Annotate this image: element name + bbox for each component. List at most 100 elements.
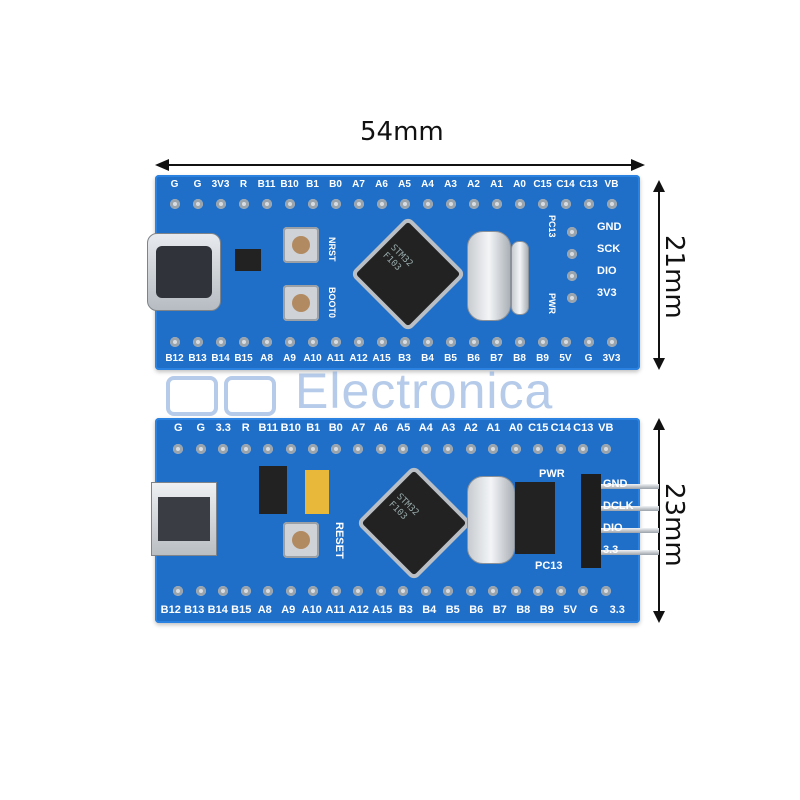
pin-pad bbox=[563, 225, 581, 239]
pin-label: A6 bbox=[375, 179, 388, 190]
pin-pad bbox=[347, 442, 370, 456]
top-pwr-label: PWR bbox=[547, 293, 557, 314]
pin-pad bbox=[347, 197, 370, 211]
pin-pad bbox=[531, 335, 554, 349]
pin-label: B5 bbox=[445, 604, 460, 616]
swd-pin-label: GND bbox=[597, 221, 622, 233]
pin-pad bbox=[167, 584, 190, 598]
pin-label: B5 bbox=[444, 353, 457, 364]
boot0-button bbox=[283, 285, 319, 321]
pin-label: A11 bbox=[326, 353, 345, 364]
swd-header-block bbox=[581, 474, 601, 568]
pin-label: B13 bbox=[188, 353, 207, 364]
pin-pad bbox=[572, 442, 595, 456]
pin-label: B14 bbox=[207, 604, 228, 616]
pin-pad bbox=[190, 584, 213, 598]
pin-pad bbox=[347, 335, 370, 349]
pin-pad bbox=[600, 335, 623, 349]
pin-pad bbox=[595, 442, 618, 456]
swd-pin-label: SCK bbox=[597, 243, 621, 255]
pin-label: A3 bbox=[444, 179, 457, 190]
pin-label: B8 bbox=[513, 353, 526, 364]
pin-label: A10 bbox=[303, 353, 322, 364]
voltage-regulator bbox=[235, 249, 261, 271]
pin-label: R bbox=[241, 422, 250, 434]
pin-label: A7 bbox=[352, 179, 365, 190]
pin-pad bbox=[255, 335, 278, 349]
pin-label: A15 bbox=[372, 353, 391, 364]
pin-pad bbox=[167, 442, 190, 456]
pin-pad bbox=[550, 442, 573, 456]
crystal-cylinder-top bbox=[511, 241, 529, 315]
bottom-board-top-pin-row bbox=[167, 442, 617, 456]
pin-pad bbox=[439, 335, 462, 349]
width-label: 54mm bbox=[360, 117, 444, 147]
pin-label: A12 bbox=[349, 353, 368, 364]
pin-label: A6 bbox=[373, 422, 388, 434]
pin-label: C13 bbox=[579, 179, 598, 190]
pin-pad bbox=[563, 269, 581, 283]
height-dimension-bottom: 23mm bbox=[640, 418, 700, 623]
pin-pad bbox=[370, 335, 393, 349]
jumper-block bbox=[259, 466, 287, 514]
usb-c-connector bbox=[147, 233, 221, 311]
pin-label: G bbox=[173, 422, 183, 434]
pin-label: G bbox=[584, 353, 593, 364]
pin-label: A0 bbox=[513, 179, 526, 190]
pin-pad bbox=[416, 197, 439, 211]
bottom-board-bottom-pin-row bbox=[167, 584, 617, 598]
swd-pin-1 bbox=[601, 484, 659, 489]
pin-label: A5 bbox=[396, 422, 411, 434]
pin-pad bbox=[163, 197, 186, 211]
pin-label: A4 bbox=[421, 179, 434, 190]
pin-label: A4 bbox=[418, 422, 433, 434]
boot0-label: BOOT0 bbox=[327, 287, 337, 319]
pin-label: VB bbox=[604, 179, 619, 190]
pin-label: A11 bbox=[325, 604, 346, 616]
pin-pad bbox=[485, 197, 508, 211]
pin-pad bbox=[324, 335, 347, 349]
swd-pin-label: 3V3 bbox=[597, 287, 617, 299]
pin-pad bbox=[302, 442, 325, 456]
pin-label: A5 bbox=[398, 179, 411, 190]
pin-label: B4 bbox=[421, 353, 434, 364]
pin-pad bbox=[577, 197, 600, 211]
pin-label: A0 bbox=[508, 422, 523, 434]
pin-label: A9 bbox=[283, 353, 296, 364]
pin-pad bbox=[302, 584, 325, 598]
pin-label: 3.3 bbox=[609, 604, 625, 616]
pin-label: B12 bbox=[165, 353, 184, 364]
pin-label: B10 bbox=[280, 179, 299, 190]
pin-pad bbox=[163, 335, 186, 349]
pin-pad bbox=[563, 291, 581, 305]
pin-pad bbox=[370, 442, 393, 456]
pin-label: R bbox=[239, 179, 248, 190]
pin-label: A2 bbox=[463, 422, 478, 434]
pin-label: B0 bbox=[328, 422, 343, 434]
pin-label: B15 bbox=[234, 353, 253, 364]
pin-pad bbox=[415, 442, 438, 456]
pin-label: B11 bbox=[257, 179, 276, 190]
pin-label: B7 bbox=[490, 353, 503, 364]
swd-pin-label: 3.3 bbox=[603, 544, 619, 556]
pin-label: C15 bbox=[528, 422, 549, 434]
pin-label: 3V3 bbox=[211, 179, 230, 190]
pin-pad bbox=[301, 335, 324, 349]
pin-pad bbox=[572, 584, 595, 598]
pin-pad bbox=[232, 197, 255, 211]
pin-pad bbox=[370, 584, 393, 598]
pin-pad bbox=[209, 335, 232, 349]
pin-label: B6 bbox=[469, 604, 484, 616]
pin-pad bbox=[301, 197, 324, 211]
width-dimension: 54mm bbox=[155, 115, 645, 175]
pin-pad bbox=[415, 584, 438, 598]
pin-pad bbox=[347, 584, 370, 598]
pin-label: 3V3 bbox=[602, 353, 621, 364]
pin-pad bbox=[370, 197, 393, 211]
pin-label: A8 bbox=[257, 604, 272, 616]
